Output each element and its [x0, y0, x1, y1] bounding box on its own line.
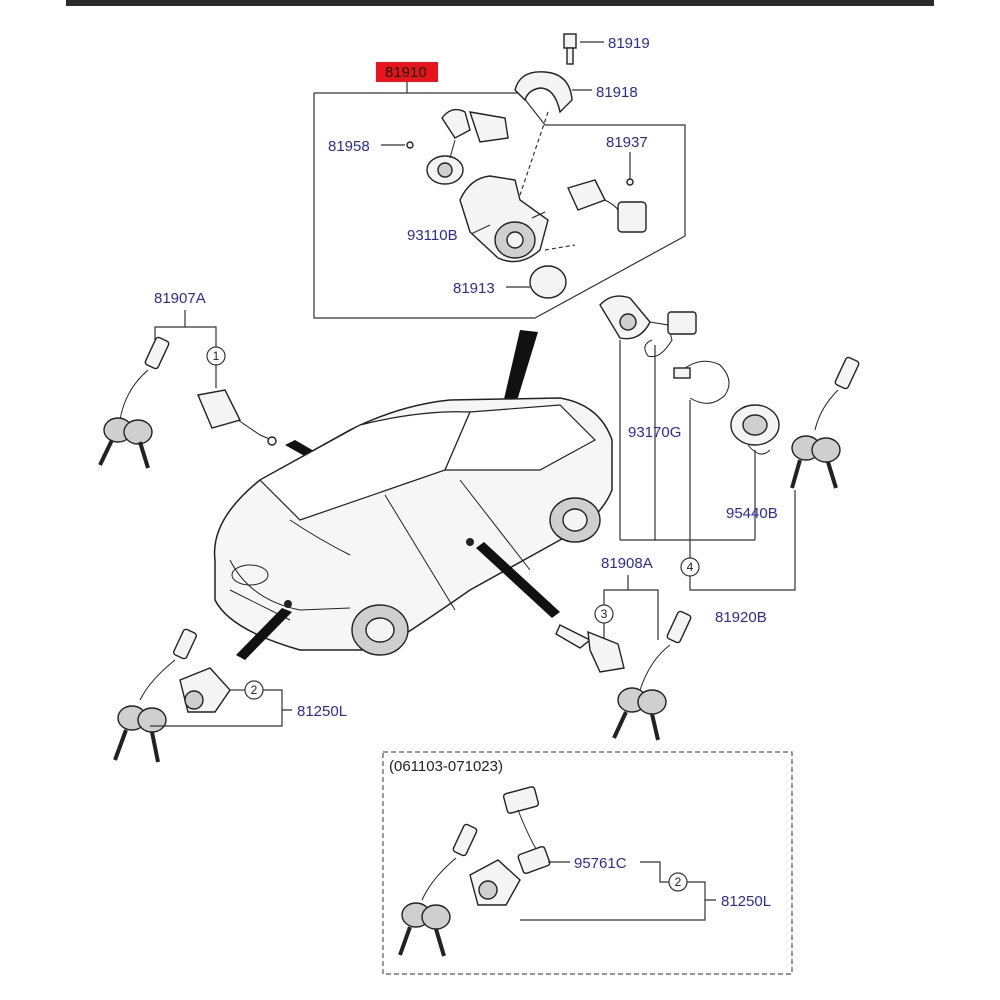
label-81937[interactable]: 81937: [606, 134, 648, 151]
cap-81913: [529, 265, 567, 299]
arrow-to-trunk: [236, 608, 292, 660]
lock-housing-upper: [426, 108, 509, 185]
connector-95761C: [502, 786, 551, 875]
highlight-badge[interactable]: [376, 62, 438, 82]
door-cylinder-81908A: [555, 624, 625, 673]
bracket-81918: [514, 71, 573, 114]
trunk-cylinder-variant: [469, 859, 521, 906]
svg-text:4: 4: [687, 560, 694, 574]
svg-text:2: 2: [251, 683, 258, 697]
key-set-81250L-variant: [398, 823, 478, 957]
variant-date-range: (061103-071023): [389, 758, 503, 775]
label-81250L[interactable]: 81250L: [297, 703, 347, 720]
label-81919[interactable]: 81919: [608, 35, 650, 52]
label-93170G[interactable]: 93170G: [628, 424, 681, 441]
car-body: [213, 397, 613, 656]
label-81250L-variant[interactable]: 81250L: [721, 893, 771, 910]
key-set-81250L: [113, 628, 197, 763]
top-border-bar: [66, 0, 934, 6]
label-95440B[interactable]: 95440B: [726, 505, 778, 522]
trunk-cylinder-81250L: [179, 667, 231, 713]
key-set-81907A: [98, 336, 170, 469]
label-81958[interactable]: 81958: [328, 138, 370, 155]
lock-body-93110B: [459, 175, 549, 263]
highlight-label[interactable]: 81910: [385, 64, 427, 81]
svg-text:1: 1: [213, 349, 220, 363]
label-81907A[interactable]: 81907A: [154, 290, 206, 307]
door-cylinder-81907A: [197, 389, 277, 446]
label-93110B[interactable]: 93110B: [407, 227, 458, 244]
key-set-81920B: [790, 356, 860, 489]
switch-connector: [567, 179, 647, 233]
immobilizer-antenna-95440B: [673, 360, 780, 455]
label-81918[interactable]: 81918: [596, 84, 638, 101]
ignition-switch-93170G: [599, 295, 697, 358]
key-set-81908A: [612, 610, 692, 741]
bolt-81919: [563, 33, 577, 65]
arrow-to-rear-door: [476, 542, 560, 618]
label-81920B[interactable]: 81920B: [715, 609, 767, 626]
label-95761C[interactable]: 95761C: [574, 855, 627, 872]
svg-text:3: 3: [601, 607, 608, 621]
screw-81958: [406, 141, 414, 149]
svg-text:2: 2: [675, 875, 682, 889]
label-81908A[interactable]: 81908A: [601, 555, 653, 572]
variant-box: [382, 751, 793, 975]
label-81913[interactable]: 81913: [453, 280, 495, 297]
